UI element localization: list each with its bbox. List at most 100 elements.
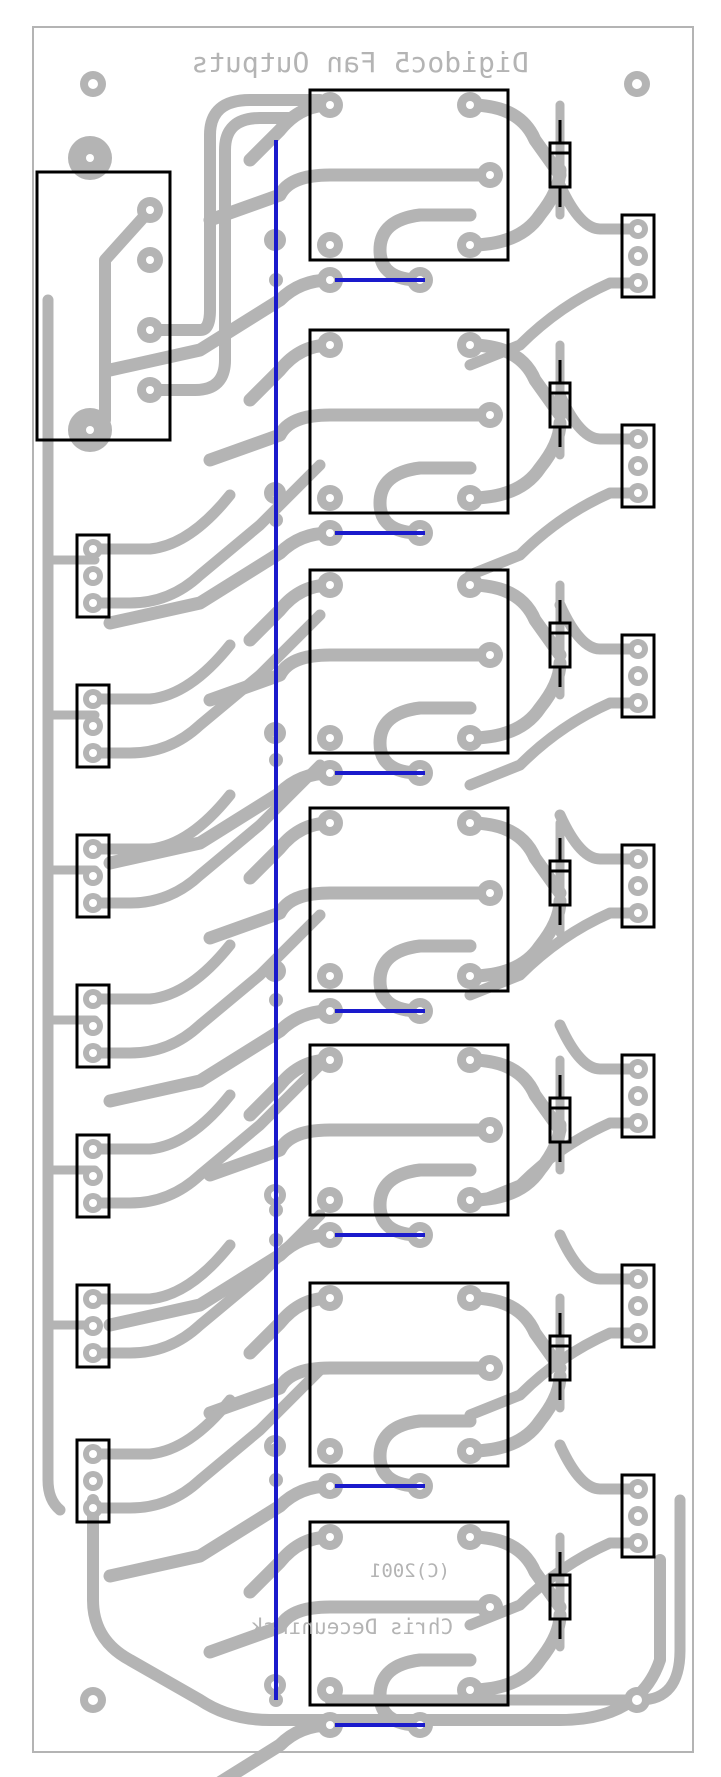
trace (42, 294, 66, 1516)
right-connector-outline (620, 213, 656, 299)
pad-hole (634, 252, 642, 260)
pad-hole (466, 1056, 474, 1064)
author-text: Chris Deceuninck (251, 1615, 454, 1639)
pad-hole (89, 1450, 97, 1458)
pad-hole (89, 749, 97, 757)
relay-outline (308, 1043, 510, 1217)
pad-hole (486, 1126, 494, 1134)
pad-hole (89, 899, 97, 907)
copyright-text: (C)2001 (370, 1560, 450, 1582)
pad-hole (466, 581, 474, 589)
pad-hole (146, 386, 154, 394)
pad-hole (486, 1364, 494, 1372)
left-connector-outline (75, 1133, 111, 1219)
pad-hole (466, 341, 474, 349)
right-connector-outline (620, 843, 656, 929)
pad-hole (89, 695, 97, 703)
board-title: Digidoc5 Fan Outputs (191, 46, 528, 79)
trace (87, 609, 326, 759)
right-connector-outline (620, 423, 656, 509)
right-connector-outline (620, 1053, 656, 1139)
left-connector-outline (75, 533, 111, 619)
pad-hole (89, 1199, 97, 1207)
trace (554, 1229, 644, 1285)
trace (554, 1019, 644, 1075)
pad-hole (634, 1092, 642, 1100)
relay-outline (308, 568, 510, 755)
pad-hole (146, 256, 154, 264)
left-connector-outline (75, 1438, 111, 1524)
pad-hole (89, 1172, 97, 1180)
pad-hole (634, 645, 642, 653)
trace (87, 1394, 236, 1460)
mounting-hole-drill (88, 1695, 98, 1705)
pad-hole (634, 1329, 642, 1337)
pad-hole (466, 819, 474, 827)
pad-hole (486, 889, 494, 897)
right-connector-outline (620, 1263, 656, 1349)
pad-hole (634, 1275, 642, 1283)
pad-hole (634, 279, 642, 287)
trace (373, 461, 477, 540)
pad-hole (466, 494, 474, 502)
trace (554, 809, 644, 865)
pad-hole (466, 972, 474, 980)
relay-outline (308, 88, 510, 262)
pad-hole (634, 1119, 642, 1127)
pad-hole (326, 1482, 334, 1490)
pad-hole (466, 1686, 474, 1694)
trace (87, 1209, 326, 1359)
pad-hole (89, 599, 97, 607)
trace (464, 1117, 644, 1211)
trace (87, 939, 236, 1005)
pad-hole (326, 341, 334, 349)
right-connector-outline (620, 1473, 656, 1559)
relay-outline (308, 328, 510, 515)
trace (87, 1089, 236, 1155)
pad-hole (86, 154, 94, 162)
trace (554, 599, 644, 655)
trace (203, 1600, 497, 1659)
trace (373, 208, 477, 287)
trace (87, 759, 326, 909)
trace (87, 639, 236, 705)
trace (87, 459, 326, 609)
pad-hole (326, 1533, 334, 1541)
pad-hole (89, 722, 97, 730)
pad-hole (326, 1686, 334, 1694)
trace (203, 1361, 497, 1420)
pad-hole (466, 734, 474, 742)
pad-hole (486, 411, 494, 419)
pad-hole (326, 972, 334, 980)
trace (373, 939, 477, 1018)
pad-hole (89, 545, 97, 553)
pad-hole (634, 855, 642, 863)
pad-hole (326, 1007, 334, 1015)
left-connector-outline (75, 983, 111, 1069)
pad-hole (326, 241, 334, 249)
pad-hole (634, 1302, 642, 1310)
pad-hole (326, 1196, 334, 1204)
mounting-hole-drill (88, 79, 98, 89)
trace (87, 1364, 326, 1514)
pad-hole (146, 206, 154, 214)
pad-hole (326, 1294, 334, 1302)
component-outlines (35, 88, 656, 1707)
pad-hole (89, 1349, 97, 1357)
pad-hole (634, 1485, 642, 1493)
trace (203, 648, 497, 707)
pad-hole (326, 734, 334, 742)
pad-hole (326, 1721, 334, 1729)
trace (144, 112, 296, 396)
relay-outline (308, 806, 510, 993)
pad-hole (326, 276, 334, 284)
trace (87, 789, 236, 855)
trace (554, 1439, 644, 1495)
pad-hole (89, 1145, 97, 1153)
pad-hole (634, 1512, 642, 1520)
trace (464, 277, 644, 371)
pad-hole (89, 572, 97, 580)
pad-hole (326, 1056, 334, 1064)
pad-hole (326, 529, 334, 537)
